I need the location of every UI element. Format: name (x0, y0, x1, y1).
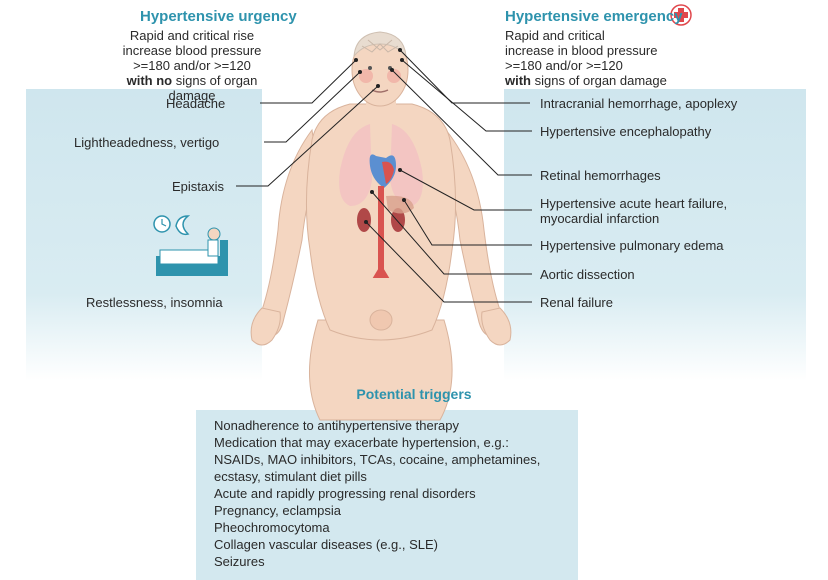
trigger-item: Collagen vascular diseases (e.g., SLE) (214, 537, 439, 552)
left-cheek (359, 69, 373, 83)
emergency-line4: with signs of organ damage (505, 73, 667, 88)
leader-aortic (371, 191, 532, 275)
label-heart-line2: myocardial infarction (540, 211, 660, 226)
lung-left (339, 124, 372, 206)
trigger-item: Acute and rapidly progressing renal diso… (214, 486, 476, 501)
leader-retinal (391, 69, 532, 176)
label-pulmonary: Hypertensive pulmonary edema (540, 238, 724, 253)
brain-vessels (361, 39, 399, 53)
urgency-line4: with no signs of organ damage (126, 73, 258, 103)
bed-headboard (220, 240, 228, 276)
trigger-item: Pregnancy, eclampsia (214, 503, 341, 518)
leader-renal (365, 221, 532, 303)
person-body (207, 239, 219, 257)
right-hand (481, 307, 512, 346)
right-leader-lines (365, 49, 532, 303)
liver (386, 195, 414, 214)
triggers-title: Potential triggers (356, 386, 472, 402)
leader-intracranial (399, 49, 530, 104)
label-headache: Headache (166, 96, 226, 111)
urgency-line1: Rapid and critical rise (129, 28, 255, 43)
leader-dots (354, 48, 406, 224)
person-head (207, 227, 221, 241)
label-restlessness: Restlessness, insomnia (86, 295, 223, 310)
moon-icon (175, 215, 191, 236)
trigger-item: Nonadherence to antihypertensive therapy (214, 418, 459, 433)
label-heart-line1: Hypertensive acute heart failure, (540, 196, 728, 211)
emergency-line3: >=180 and/or >=120 (505, 58, 623, 73)
leader-encephalopathy (401, 59, 532, 132)
leader-epistaxis (236, 85, 379, 187)
lower-body (308, 319, 453, 421)
urgency-title: Hypertensive urgency (140, 8, 297, 25)
leader-lightheadedness (264, 71, 361, 143)
left-leader-lines (236, 59, 379, 187)
kidney-left (357, 208, 371, 232)
label-lightheadedness: Lightheadedness, vertigo (74, 135, 220, 150)
label-retinal: Retinal hemorrhages (540, 168, 661, 183)
emergency-line1: Rapid and critical (505, 28, 605, 43)
label-renal: Renal failure (540, 295, 613, 310)
trigger-item: ecstasy, stimulant diet pills (214, 469, 367, 484)
label-intracranial: Intracranial hemorrhage, apoplexy (540, 96, 738, 111)
aorta (372, 186, 390, 278)
emergency-title: Hypertensive emergency (505, 8, 683, 25)
triggers-box (196, 410, 578, 580)
emergency-panel (504, 89, 806, 381)
trigger-item: Pheochromocytoma (214, 520, 330, 535)
genitals (369, 309, 393, 331)
trigger-item: Medication that may exacerbate hypertens… (214, 435, 509, 450)
bed-blanket (159, 249, 219, 265)
urgency-description: Rapid and critical rise increase blood p… (104, 28, 280, 103)
right-cheek (387, 69, 401, 83)
label-epistaxis: Epistaxis (172, 179, 225, 194)
urgency-line3: >=180 and/or >=120 (133, 58, 251, 73)
emergency-cross-icon (670, 4, 692, 26)
urgency-panel (26, 89, 262, 381)
left-hand (250, 307, 281, 346)
trigger-item: Seizures (214, 554, 265, 569)
left-eye (368, 66, 372, 70)
triggers-list: Nonadherence to antihypertensive therapy… (214, 417, 540, 570)
leader-headache (260, 59, 357, 104)
emergency-line2: increase in blood pressure (505, 43, 658, 58)
insomnia-illustration (153, 215, 228, 276)
label-heart: Hypertensive acute heart failure, myocar… (540, 196, 727, 226)
leader-pulmonary (403, 199, 532, 246)
label-aortic: Aortic dissection (540, 267, 635, 282)
trigger-item: NSAIDs, MAO inhibitors, TCAs, cocaine, a… (214, 452, 541, 467)
emergency-description: Rapid and critical increase in blood pre… (505, 28, 725, 88)
urgency-line2: increase blood pressure (122, 43, 262, 58)
label-encephalopathy: Hypertensive encephalopathy (540, 124, 712, 139)
leader-heart (399, 169, 532, 211)
heart-red (382, 161, 394, 184)
lung-right (390, 124, 423, 206)
